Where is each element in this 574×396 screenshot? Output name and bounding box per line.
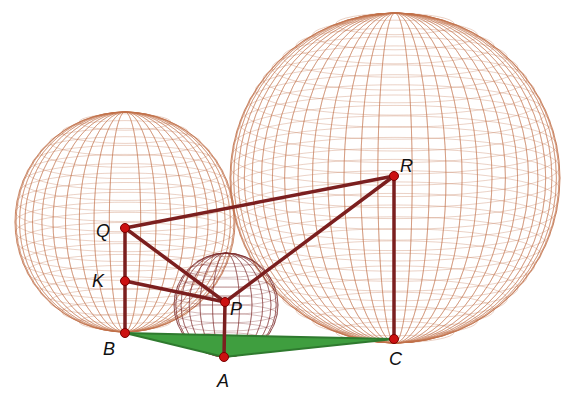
sphere-parallel: [255, 65, 534, 115]
segment: [125, 176, 394, 228]
sphere-meridian: [25, 112, 225, 332]
sphere-meridian: [125, 112, 126, 332]
point-label: K: [92, 272, 104, 290]
sphere-meridian: [20, 112, 231, 332]
sphere-meridian: [272, 13, 517, 343]
sphere-parallel: [263, 55, 527, 103]
point-label: C: [389, 350, 402, 368]
sphere-meridian: [25, 112, 225, 332]
sphere-meridian: [252, 13, 538, 343]
sphere-meridian: [66, 112, 185, 332]
segment: [224, 302, 225, 357]
point-dot: [121, 224, 130, 233]
sphere-meridian: [313, 13, 478, 343]
sphere-meridian: [94, 112, 156, 332]
sphere-meridian: [244, 13, 545, 343]
sphere-meridian: [53, 112, 197, 332]
sphere-meridian: [66, 112, 185, 332]
point-dot: [390, 335, 399, 344]
sphere-meridian: [20, 112, 231, 332]
sphere-meridian: [252, 13, 538, 343]
sphere-meridian: [313, 13, 478, 343]
sphere-parallel: [232, 127, 559, 186]
sphere-meridian: [298, 13, 492, 343]
sphere-meridian: [238, 13, 552, 343]
sphere-meridian: [231, 13, 559, 343]
sphere-meridian: [285, 13, 506, 343]
sphere-meridian: [42, 112, 208, 332]
segment: [225, 176, 394, 302]
sphere-meridian: [42, 112, 208, 332]
point-dot: [121, 277, 130, 286]
sphere-meridian: [262, 13, 529, 343]
sphere-meridian: [361, 13, 430, 343]
point-dot: [121, 329, 130, 338]
sphere-meridian: [244, 13, 545, 343]
sphere-meridian: [285, 13, 506, 343]
sphere-meridian: [109, 112, 140, 332]
sphere-parallel: [62, 121, 188, 144]
sphere-parallel: [23, 164, 228, 201]
point-label: P: [230, 300, 242, 318]
sphere-meridian: [16, 112, 234, 332]
sphere-meridian: [94, 112, 156, 332]
point-label: R: [400, 157, 413, 175]
sphere-meridian: [328, 13, 462, 343]
segment: [125, 281, 225, 302]
sphere-meridian: [16, 112, 234, 332]
sphere-meridian: [231, 13, 559, 343]
sphere-parallel: [283, 37, 507, 77]
sphere-group: [15, 13, 560, 357]
sphere-parallel: [239, 95, 550, 151]
sphere-parallel: [233, 116, 556, 174]
sphere-meridian: [262, 13, 529, 343]
base-triangle: [125, 333, 394, 357]
sphere-parallel: [40, 137, 210, 168]
point-group: [121, 172, 399, 362]
segment: [392, 176, 396, 339]
sphere-meridian: [234, 13, 557, 343]
sphere-meridian: [328, 13, 462, 343]
sphere-parallel: [236, 105, 554, 162]
sphere-meridian: [234, 13, 557, 343]
sphere-meridian: [361, 13, 430, 343]
sphere-meridian: [109, 112, 140, 332]
point-dot: [390, 172, 399, 181]
segment-group: [125, 176, 394, 357]
point-label: A: [217, 372, 229, 390]
sphere-outline: [230, 13, 560, 343]
point-dot: [220, 353, 229, 362]
sphere-meridian: [272, 13, 517, 343]
sphere-meridian: [53, 112, 197, 332]
sphere-parallel: [336, 13, 454, 34]
sphere-parallel: [50, 128, 201, 155]
sphere-meridian: [298, 13, 492, 343]
sphere-outline: [15, 112, 235, 332]
segment: [125, 228, 225, 302]
sphere-parallel: [249, 75, 541, 128]
point-label: B: [103, 340, 115, 358]
point-label: Q: [96, 222, 110, 240]
sphere-parallel: [272, 46, 518, 90]
point-dot: [221, 298, 230, 307]
